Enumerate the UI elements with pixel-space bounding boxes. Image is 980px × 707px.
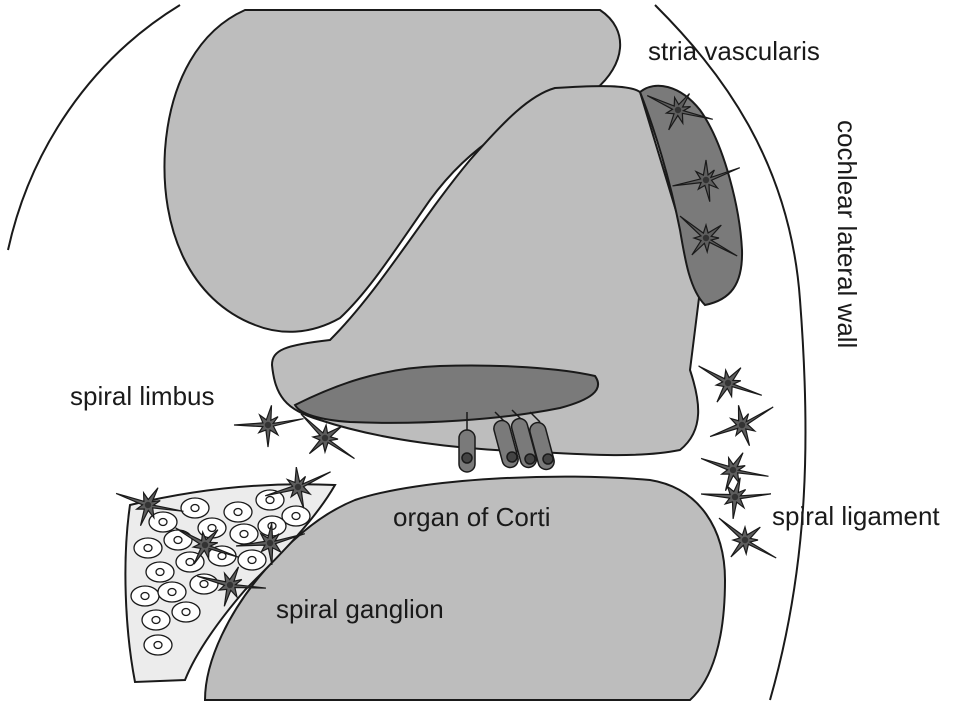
ganglion-neurons	[130, 489, 311, 656]
outer-hair-cell-3	[529, 411, 555, 471]
stellate-cell-nucleus	[144, 501, 152, 509]
cochlear-lateral-wall-outline	[654, 4, 807, 701]
label-cochlear-lateral-wall: cochlear lateral wall	[832, 120, 862, 348]
stellate-cells	[115, 93, 777, 607]
label-spiral-ligament: spiral ligament	[772, 501, 940, 531]
label-spiral-limbus: spiral limbus	[70, 381, 215, 411]
tectorial-membrane	[293, 364, 600, 424]
stellate-cell-nucleus	[724, 379, 732, 387]
stellate-cell-nucleus	[201, 541, 209, 549]
hair-cells	[458, 409, 555, 473]
label-stria-vascularis: stria vascularis	[648, 36, 820, 66]
stellate-cell-nucleus	[741, 536, 749, 544]
outer-hair-cell-1	[493, 411, 519, 469]
label-organ-of-corti: organ of Corti	[393, 502, 551, 532]
stellate-cell-nucleus	[729, 466, 737, 474]
stellate-cell-nucleus	[226, 581, 234, 589]
inner-hair-cell	[458, 412, 476, 473]
stellate-cell-nucleus	[294, 483, 302, 491]
stellate-cell-nucleus	[264, 421, 272, 429]
stellate-cell	[718, 517, 777, 559]
stria-vascularis-tissue	[638, 84, 744, 307]
label-spiral-ganglion: spiral ganglion	[276, 594, 444, 624]
stellate-cell	[300, 413, 355, 460]
stellate-cell-nucleus	[731, 493, 739, 501]
stellate-cell-nucleus	[321, 434, 329, 442]
stellate-cell-nucleus	[702, 176, 710, 184]
outer-left-boundary	[7, 4, 181, 251]
stellate-cell-nucleus	[702, 234, 710, 242]
stellate-cell-nucleus	[266, 539, 274, 547]
scala-media-tissue	[270, 85, 702, 457]
stellate-cell	[679, 215, 738, 257]
stellate-cell-nucleus	[738, 421, 746, 429]
stellate-cell-nucleus	[674, 106, 682, 114]
